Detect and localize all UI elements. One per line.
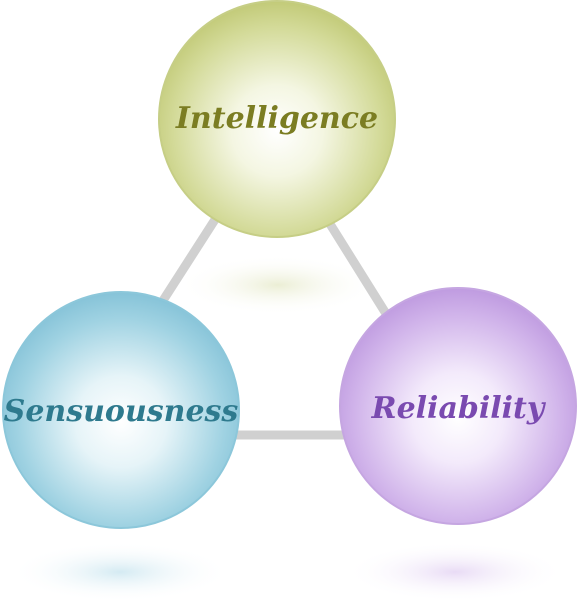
node-sensuousness: Sensuousness bbox=[2, 291, 240, 529]
sphere-reliability bbox=[339, 287, 577, 525]
node-intelligence: Intelligence bbox=[158, 0, 396, 238]
sphere-intelligence bbox=[158, 0, 396, 238]
label-sensuousness: Sensuousness bbox=[4, 394, 239, 429]
node-reliability: Reliability bbox=[339, 287, 577, 525]
sphere-sensuousness bbox=[2, 291, 240, 529]
label-intelligence: Intelligence bbox=[175, 101, 378, 136]
label-reliability: Reliability bbox=[371, 391, 547, 426]
reflection-left bbox=[10, 542, 230, 602]
reflection-top bbox=[178, 255, 378, 315]
reflection-right bbox=[345, 542, 565, 602]
